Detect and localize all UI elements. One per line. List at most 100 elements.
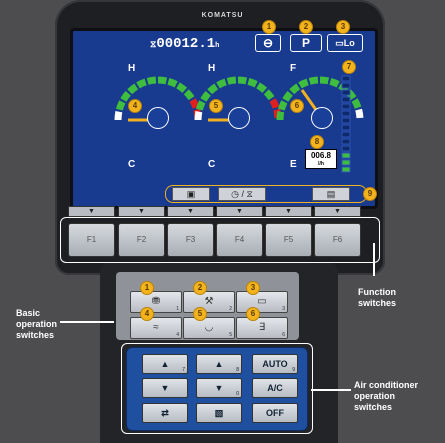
function-label-line2: switches xyxy=(358,298,397,308)
fuel-consumption-value: 006.8 xyxy=(310,151,332,160)
ac-auto-label: AUTO xyxy=(262,359,288,369)
function-key-2[interactable]: F2 xyxy=(118,223,165,257)
eco-bar-segment-13 xyxy=(341,159,351,166)
gauge-1-bottom-label: C xyxy=(128,159,136,170)
ac-fan-down-label: ▼ xyxy=(160,383,170,393)
gauge-1-segment-2 xyxy=(115,100,126,111)
ac-temp-down-number: 0 xyxy=(236,391,239,397)
coolant-temp-icon xyxy=(147,107,169,129)
ac-temp-down-button[interactable]: ▼0 xyxy=(196,378,242,398)
fuel-icon xyxy=(311,107,333,129)
basic-switch-6-number: 6 xyxy=(282,332,285,338)
gauge-2-segment-9 xyxy=(256,82,268,93)
basic-switch-1-icon: ⛃ xyxy=(151,296,161,307)
function-key-6[interactable]: F6 xyxy=(314,223,361,257)
function-key-3[interactable]: F3 xyxy=(167,223,214,257)
gauge-2-bottom-label: C xyxy=(208,159,216,170)
callout-badge-3: 3 xyxy=(336,20,350,34)
travel-speed-indicator: Lo xyxy=(343,38,355,48)
basic-label-line1: Basic xyxy=(16,308,41,318)
function-key-2-arrow: ▼ xyxy=(118,206,165,217)
gauge-3-segment-2 xyxy=(277,100,288,111)
ac-fan-up-button[interactable]: ▲7 xyxy=(142,354,188,374)
gauge-3-segment-3 xyxy=(282,90,293,102)
ac-switches-label: Air conditioner operation switches xyxy=(354,380,418,413)
gauge-1-segment-10 xyxy=(183,89,195,101)
ac-temp-up-label: ▲ xyxy=(214,359,224,369)
function-switches-frame xyxy=(60,217,380,263)
gauge-1-segment-9 xyxy=(176,82,188,93)
brand-logo: KOMATSU xyxy=(201,12,244,19)
basic-switch-4-number: 4 xyxy=(176,332,179,338)
basic-switch-6[interactable]: ∃6 xyxy=(236,317,288,339)
economy-mode-icon: ⊖ xyxy=(262,36,274,50)
ac-auto-number: 9 xyxy=(292,367,295,373)
function-key-4-arrow: ▼ xyxy=(216,206,263,217)
basic-switch-5[interactable]: ◡5 xyxy=(183,317,235,339)
eco-bar-segment-10 xyxy=(341,138,351,145)
ac-temp-up-button[interactable]: ▲8 xyxy=(196,354,242,374)
status-box-1: ⊖ xyxy=(255,34,281,52)
basic-label-line2: operation xyxy=(16,319,58,329)
eco-bar-segment-12 xyxy=(341,152,351,159)
basic-switch-4[interactable]: ≈4 xyxy=(130,317,182,339)
basic-label-line3: switches xyxy=(16,330,55,340)
ac-recirculation-button[interactable]: ⇄ xyxy=(142,403,188,423)
basic-switch-6-icon: ∃ xyxy=(258,322,266,333)
gauge-3-segment-4 xyxy=(289,83,301,95)
eco-bar-segment-4 xyxy=(341,96,351,103)
basic-switch-6-badge: 6 xyxy=(246,307,260,321)
eco-bar-segment-6 xyxy=(341,110,351,117)
hydraulic-temp-icon xyxy=(228,107,250,129)
gauge-2-segment-1 xyxy=(194,110,203,121)
callout-line-ac xyxy=(311,389,351,391)
gauge-3-segment-1 xyxy=(276,110,285,121)
eco-bar-segment-8 xyxy=(341,124,351,131)
menu-button[interactable]: ▤ xyxy=(312,187,350,201)
callout-line-basic xyxy=(60,321,114,323)
camera-button[interactable]: ▣ xyxy=(172,187,210,201)
gauge-2-segment-7 xyxy=(237,76,248,85)
hour-meter-unit: h xyxy=(215,42,220,50)
basic-switch-3[interactable]: ▭3 xyxy=(236,291,288,313)
gauge-1-segment-8 xyxy=(167,77,178,88)
basic-switch-1-number: 1 xyxy=(176,306,179,312)
status-box-2: P xyxy=(290,34,322,52)
basic-switch-2[interactable]: ⚒2 xyxy=(183,291,235,313)
function-key-5-arrow: ▼ xyxy=(265,206,312,217)
callout-badge-1: 1 xyxy=(262,20,276,34)
ac-vent-mode-label: ▧ xyxy=(214,408,224,418)
clock-hourmeter-button[interactable]: ◷ / ⧖ xyxy=(218,187,266,201)
gauge-1-segment-1 xyxy=(114,110,123,121)
function-key-3-arrow: ▼ xyxy=(167,206,214,217)
eco-bar-segment-11 xyxy=(341,145,351,152)
eco-bar-segment-2 xyxy=(341,82,351,89)
ac-switches-frame xyxy=(121,343,313,434)
ac-vent-mode-button[interactable]: ▧ xyxy=(196,403,242,423)
ac-compressor-button[interactable]: A/C xyxy=(252,378,298,398)
eco-bar-segment-7 xyxy=(341,117,351,124)
gauge-2-segment-6 xyxy=(226,76,237,85)
hour-meter-value: 00012.1 xyxy=(156,36,216,52)
ac-recirculation-label: ⇄ xyxy=(161,408,169,418)
gauge-1-segment-7 xyxy=(157,76,168,85)
gauge-2-segment-4 xyxy=(207,83,219,95)
function-key-4[interactable]: F4 xyxy=(216,223,263,257)
callout-badge-9: 9 xyxy=(363,187,377,201)
ac-compressor-label: A/C xyxy=(267,383,283,393)
gauge-3-segment-5 xyxy=(298,78,309,89)
ac-temp-up-number: 8 xyxy=(236,367,239,373)
travel-speed-icon: ▭ xyxy=(335,38,344,48)
ac-auto-button[interactable]: AUTO 9 xyxy=(252,354,298,374)
hour-meter-icon: ⧖ xyxy=(150,40,157,50)
gauge-1-segment-5 xyxy=(136,78,147,89)
ac-fan-down-button[interactable]: ▼ xyxy=(142,378,188,398)
gauge-3-segment-11 xyxy=(351,98,362,109)
basic-switch-1[interactable]: ⛃1 xyxy=(130,291,182,313)
power-mode-indicator: P xyxy=(301,36,310,50)
ac-off-button[interactable]: OFF xyxy=(252,403,298,423)
function-key-1[interactable]: F1 xyxy=(68,223,115,257)
basic-switch-4-icon: ≈ xyxy=(153,322,159,333)
function-key-5[interactable]: F5 xyxy=(265,223,312,257)
eco-bar-segment-1 xyxy=(341,75,351,82)
